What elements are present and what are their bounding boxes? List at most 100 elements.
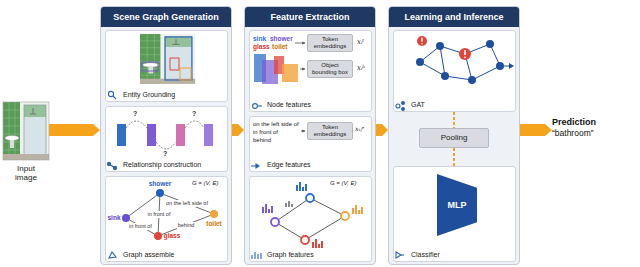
flow-arrow xyxy=(520,124,552,136)
graph-feature-sketch-part-part xyxy=(288,201,290,207)
graph-feature-sketch-part-part xyxy=(312,242,314,248)
entity-label: toilet xyxy=(206,220,222,228)
graph-feature-sketch-part xyxy=(275,198,345,240)
gat-network-icon-part xyxy=(459,48,471,60)
relation-line xyxy=(164,194,211,212)
caption-icons-part xyxy=(258,105,262,106)
node-feature-sketch-part xyxy=(262,60,278,84)
step-caption: Edge features xyxy=(267,160,367,169)
entity-node: sink xyxy=(122,214,130,222)
gat-network-icon-part xyxy=(417,36,427,46)
graph-feature-sketch-part xyxy=(296,182,307,191)
graph-feature-sketch-part-part xyxy=(352,208,354,214)
relation-line xyxy=(162,215,211,234)
step-caption: Graph features xyxy=(267,250,367,259)
caption-icons-part xyxy=(402,102,405,105)
caption-icons-part xyxy=(113,96,116,99)
caption-icons-part xyxy=(109,252,116,258)
caption-icons-part xyxy=(109,164,115,168)
gat-network-icon-part xyxy=(464,50,466,55)
grounding-photo-part xyxy=(180,68,191,80)
step-box: Node featuresToken embeddingsObject boun… xyxy=(249,30,372,112)
graph-feature-sketch-part-part xyxy=(321,241,323,248)
graph-feature-sketch-part-part xyxy=(271,206,273,213)
relation-edge xyxy=(129,195,157,215)
node-feature-sketch-part xyxy=(295,43,305,44)
step-caption: Entity Grounding xyxy=(123,90,223,99)
gat-network-icon-part xyxy=(421,43,423,45)
gat-network-icon-part xyxy=(496,62,504,70)
prediction-box: Prediction“bathroom” xyxy=(552,116,640,144)
question-mark: ? xyxy=(192,110,196,118)
gat-network-icon-part xyxy=(416,58,424,66)
relation-phrase: on the left side of xyxy=(253,121,299,128)
feature-symbol: xᵢᵗ xyxy=(357,38,364,46)
relation-phrase: in front of xyxy=(253,129,278,136)
graph-feature-sketch-part-part xyxy=(296,185,298,191)
relation-edge xyxy=(162,215,211,234)
relationship-sketch-part xyxy=(176,124,185,146)
relation-label: in front of xyxy=(128,223,153,230)
module-box: Pooling xyxy=(419,128,489,148)
input-photo xyxy=(3,102,49,160)
graph-feature-sketch-part-part xyxy=(355,205,357,214)
flow-arrow xyxy=(49,124,100,136)
graph-feature-sketch-part-part xyxy=(361,207,363,214)
panel-title: Feature Extraction xyxy=(245,7,375,27)
graph-feature-sketch-part xyxy=(341,212,349,220)
flow-arrow xyxy=(232,124,244,136)
graph-feature-sketch-part-part xyxy=(305,184,307,191)
relation-label: in front of xyxy=(147,211,172,218)
relationship-sketch-part xyxy=(117,124,126,146)
token-word: sink xyxy=(253,35,266,42)
graph-feature-sketch-part xyxy=(271,218,279,226)
module-box: Token embeddings xyxy=(307,34,353,52)
graph-feature-sketch-part xyxy=(262,204,273,213)
stage-panel: Learning and InferenceGATPoolingClassifi… xyxy=(388,6,520,265)
entity-label: shower xyxy=(149,180,172,188)
step-caption: Relationship construction xyxy=(123,160,223,169)
question-mark: ? xyxy=(163,150,167,158)
gat-network-icon-part xyxy=(420,44,509,80)
mlp-label: MLP xyxy=(448,200,467,210)
graph-feature-sketch-part-part xyxy=(315,239,317,248)
module-label: Object bounding box xyxy=(310,62,350,76)
step-box: GAT xyxy=(393,30,516,112)
graph-feature-sketch-part-part xyxy=(265,204,267,213)
caption-icons xyxy=(107,91,404,259)
graph-feature-sketch-part-part xyxy=(299,182,301,191)
graph-feature-sketch-part-part xyxy=(262,207,264,213)
feature-symbol: xᵢⱼᵉ xyxy=(355,126,364,133)
mlp-trapezoid xyxy=(437,174,477,236)
graph-feature-sketch-part-part xyxy=(318,244,320,248)
relation-edge xyxy=(129,220,154,234)
caption-icons-part xyxy=(107,162,110,165)
relation-edge xyxy=(164,194,211,212)
photo-frame xyxy=(3,102,49,160)
entity-node: shower xyxy=(156,189,164,197)
relation-label: behind xyxy=(177,222,196,229)
node-feature-sketch-part xyxy=(254,54,266,82)
step-box: ClassifierMLP xyxy=(393,166,516,262)
flow-arrow xyxy=(376,124,388,136)
chevron-arrow xyxy=(49,124,100,136)
caption-icons-part xyxy=(396,252,401,258)
graph-feature-sketch-part-part xyxy=(358,210,360,214)
graph-feature-sketch-part xyxy=(285,201,293,207)
gat-network-icon-part xyxy=(464,56,466,58)
dashed-link xyxy=(454,148,455,166)
caption-icons-part xyxy=(108,91,113,96)
module-label: Token embeddings xyxy=(310,124,350,138)
caption-icons-part xyxy=(251,165,257,166)
chevron-arrow xyxy=(232,124,244,136)
chevron-arrow xyxy=(520,124,552,136)
graph-feature-sketch xyxy=(262,182,363,248)
entity-node: glass xyxy=(154,232,162,240)
token-word: glass xyxy=(253,43,270,50)
grounding-photo-part xyxy=(140,34,195,84)
graph-feature-sketch-part xyxy=(301,236,309,244)
token-word: toilet xyxy=(272,43,288,50)
grounding-photo xyxy=(140,34,195,84)
relation-line xyxy=(158,197,160,232)
caption-icons-part xyxy=(402,108,405,111)
